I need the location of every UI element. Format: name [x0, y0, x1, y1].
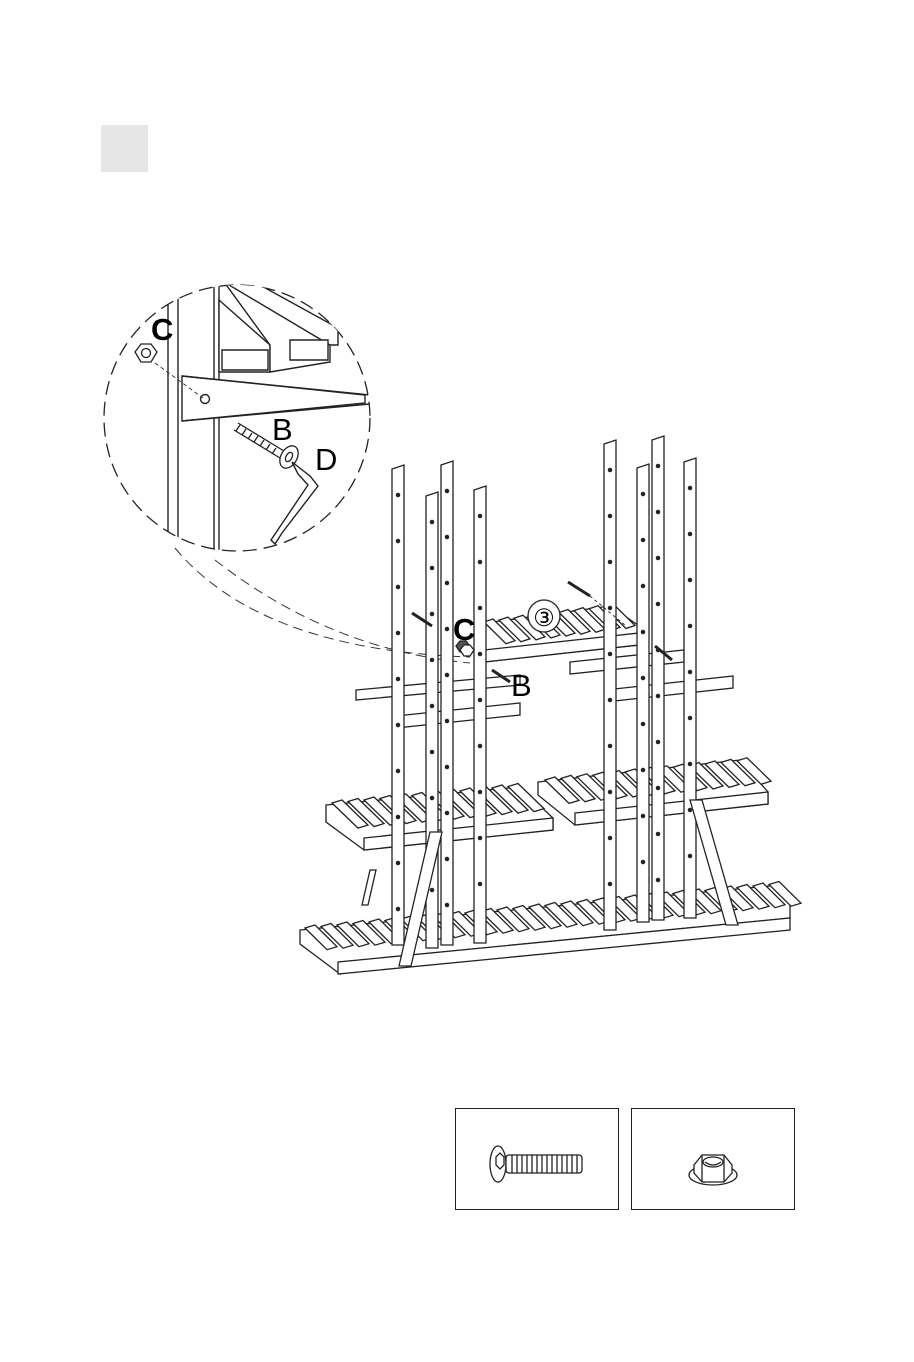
- hardware-box-bolt: [455, 1108, 619, 1210]
- circled-step-number: ③: [528, 600, 560, 632]
- hex-nut-icon: [632, 1109, 794, 1209]
- callout-label-d: D: [315, 442, 337, 477]
- bolt-icon: [456, 1109, 618, 1209]
- callout-label-b: B: [272, 412, 293, 447]
- assembly-label-c: C: [453, 612, 475, 647]
- hardware-box-nut: [631, 1108, 795, 1210]
- detail-callout: C B D: [104, 268, 370, 560]
- assembly-label-b: B: [511, 668, 532, 703]
- shelf-assembly: [300, 436, 801, 974]
- top-shelf: [478, 604, 648, 662]
- callout-label-c: C: [151, 312, 173, 347]
- circled-step-label: ③: [533, 604, 555, 632]
